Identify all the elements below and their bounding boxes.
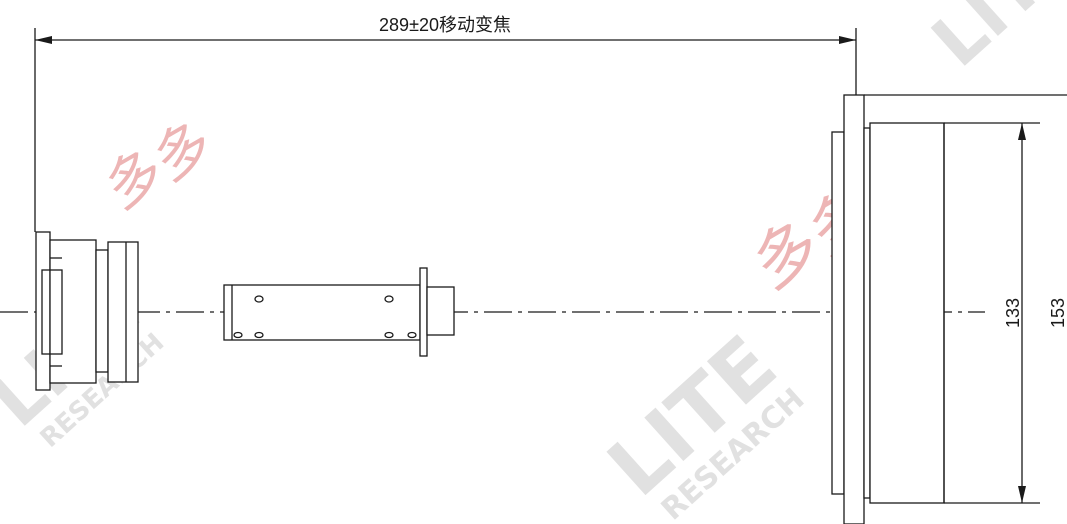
right-housing-assembly	[831, 94, 1067, 524]
left-lens-assembly	[35, 231, 139, 391]
inner-height-label: 133	[1003, 298, 1023, 328]
inner-height-dimension	[1018, 123, 1026, 503]
watermark-lite-right: LITE	[917, 0, 1067, 83]
top-dimension	[34, 28, 857, 232]
middle-zoom-tube	[223, 267, 455, 357]
watermark-seal-left: 多多	[95, 110, 224, 222]
top-dimension-label: 289±20移动变焦	[379, 15, 511, 35]
outer-height-label: 153	[1048, 298, 1067, 328]
